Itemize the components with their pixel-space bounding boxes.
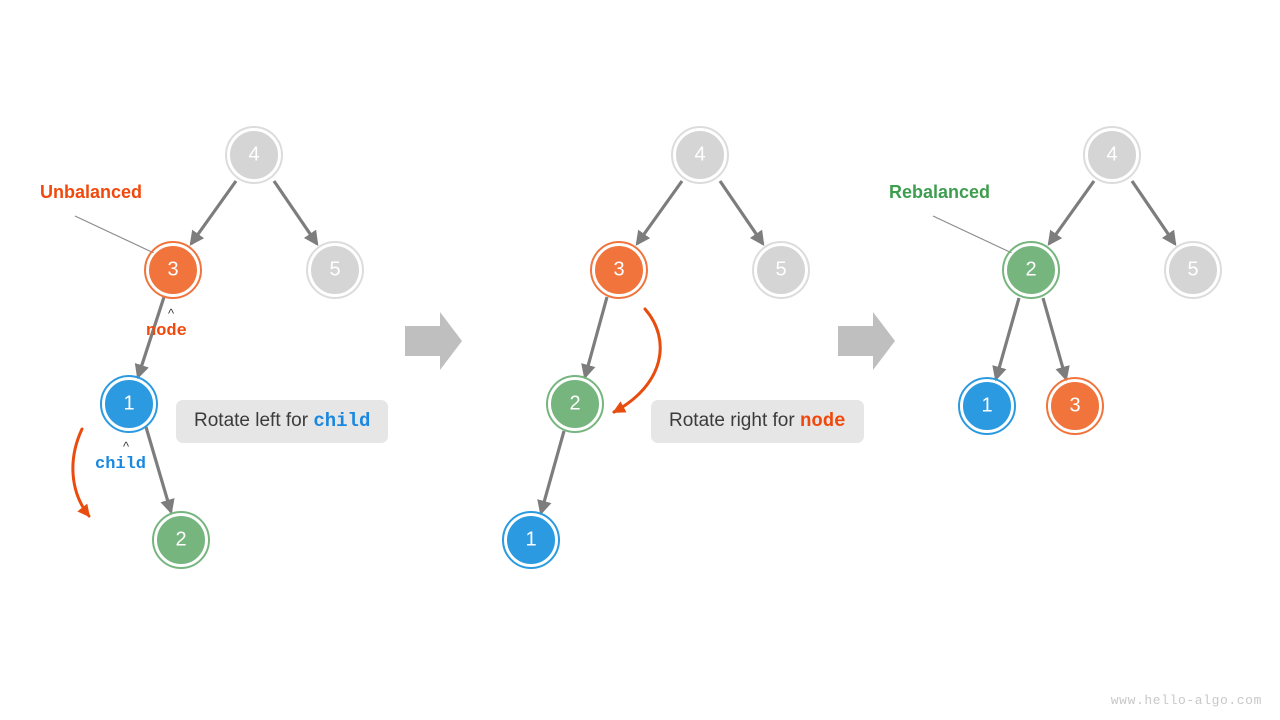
node-value: 1 — [123, 392, 135, 415]
edge-4-to-5 — [1130, 180, 1177, 246]
op-label-variable: node — [799, 410, 846, 432]
leader-line-rebalanced — [932, 215, 1015, 255]
tree-node-3[interactable]: 3 — [143, 240, 202, 299]
tree-node-3[interactable]: 3 — [1045, 376, 1104, 435]
op-label-prefix: Rotate left for — [194, 410, 314, 431]
node-value: 5 — [1187, 258, 1199, 281]
watermark: www.hello-algo.com — [1110, 693, 1262, 708]
tree-edges-panel-1 — [134, 180, 319, 515]
node-value: 1 — [981, 394, 993, 417]
callout-unbalanced: Unbalanced — [40, 182, 143, 202]
caret-child-pointer: ^ — [123, 439, 130, 454]
var-label-child: child — [95, 455, 147, 474]
op-label-variable: child — [313, 410, 371, 432]
caret-node-pointer: ^ — [168, 306, 175, 321]
node-value: 3 — [1069, 394, 1081, 417]
node-value: 2 — [569, 392, 581, 415]
tree-node-4[interactable]: 4 — [1082, 125, 1141, 184]
node-value: 3 — [167, 258, 179, 281]
callout-leader-lines — [74, 215, 1015, 255]
node-ring — [1082, 125, 1141, 184]
step-arrow-1-icon — [405, 312, 462, 370]
node-ring — [589, 240, 648, 299]
tree-node-1[interactable]: 1 — [99, 374, 158, 433]
var-label-node: node — [146, 322, 187, 341]
tree-node-4[interactable]: 4 — [670, 125, 729, 184]
node-ring — [545, 374, 604, 433]
node-value: 5 — [329, 258, 341, 281]
tree-node-2[interactable]: 2 — [545, 374, 604, 433]
node-ring — [501, 510, 560, 569]
edge-4-to-2 — [1047, 180, 1096, 246]
edge-2-to-3 — [1041, 297, 1070, 382]
callout-rebalanced: Rebalanced — [889, 182, 991, 202]
tree-node-2[interactable]: 2 — [151, 510, 210, 569]
tree-node-4[interactable]: 4 — [224, 125, 283, 184]
node-ring — [143, 240, 202, 299]
edge-3-to-2 — [581, 296, 609, 380]
tree-edges-panel-2 — [537, 180, 765, 516]
tree-node-1[interactable]: 1 — [957, 376, 1016, 435]
node-ring — [151, 510, 210, 569]
node-ring — [224, 125, 283, 184]
edge-4-to-5 — [272, 180, 319, 246]
tree-node-5[interactable]: 5 — [305, 240, 364, 299]
node-ring — [751, 240, 810, 299]
step-arrows — [405, 312, 895, 370]
node-ring — [957, 376, 1016, 435]
node-value: 4 — [248, 143, 260, 166]
step-arrow-2-icon — [838, 312, 895, 370]
node-ring — [670, 125, 729, 184]
node-value: 1 — [525, 528, 537, 551]
op-label-rotate-right: Rotate right for node — [651, 400, 864, 443]
node-ring — [1045, 376, 1104, 435]
tree-node-3[interactable]: 3 — [589, 240, 648, 299]
leader-line-unbalanced — [74, 215, 157, 255]
node-ring — [1163, 240, 1222, 299]
node-ring — [99, 374, 158, 433]
tree-node-5[interactable]: 5 — [751, 240, 810, 299]
node-value: 5 — [775, 258, 787, 281]
edge-4-to-3 — [635, 180, 684, 246]
edge-4-to-5 — [718, 180, 765, 246]
node-value: 4 — [1106, 143, 1118, 166]
op-label-rotate-left: Rotate left for child — [176, 400, 389, 443]
tree-node-1[interactable]: 1 — [501, 510, 560, 569]
edge-1-to-2 — [144, 426, 175, 515]
node-value: 2 — [1025, 258, 1037, 281]
edge-2-to-1 — [992, 297, 1021, 382]
node-ring — [1001, 240, 1060, 299]
node-value: 3 — [613, 258, 625, 281]
tree-node-2[interactable]: 2 — [1001, 240, 1060, 299]
node-value: 4 — [694, 143, 706, 166]
rotate-left-arc — [71, 427, 91, 518]
node-value: 2 — [175, 528, 187, 551]
node-ring — [305, 240, 364, 299]
edge-2-to-1 — [537, 430, 566, 516]
op-label-prefix: Rotate right for — [669, 410, 800, 431]
edge-4-to-3 — [189, 180, 238, 246]
rotate-right-arc — [612, 307, 662, 414]
tree-node-5[interactable]: 5 — [1163, 240, 1222, 299]
